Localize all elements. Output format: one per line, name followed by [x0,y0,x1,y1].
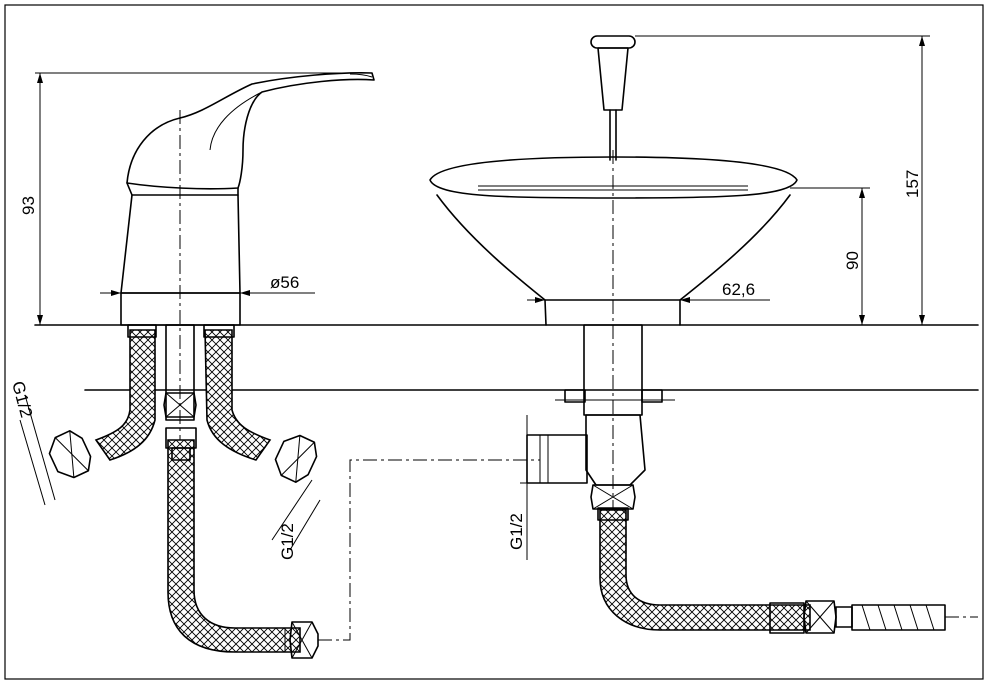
right-hose-thread-label: G1/2 [278,523,297,560]
waste-body [526,324,675,510]
dim-mixer-height-label: 93 [19,196,38,215]
mixer-body [120,72,375,470]
dim-cap-height-label: 90 [843,251,862,270]
thread-callout-left: G1/2 [8,379,56,506]
mounting-stud [163,324,197,421]
pop-up-hose [165,427,319,659]
drawing-frame [4,4,984,680]
dim-base-diameter-label: ø56 [270,273,299,292]
waste-hose [597,507,978,634]
deck [34,324,979,391]
supply-hose-right [203,324,318,483]
thread-callout-waste: G1/2 [507,415,540,560]
dim-base-diameter: ø56 [100,273,315,296]
drain-cap [429,150,798,520]
dim-cap-diameter-label: 62,6 [722,280,755,299]
dim-overflow-height: 157 [635,35,930,325]
dim-cap-diameter: 62,6 [527,280,770,303]
waste-thread-label: G1/2 [507,513,526,550]
dim-mixer-height: 93 [19,72,370,325]
thread-callout-right: G1/2 [271,479,321,560]
dim-cap-height: 90 [790,187,870,325]
pop-up-knob [590,35,636,161]
supply-hose-left [48,324,157,479]
dim-overflow-height-label: 157 [903,170,922,198]
left-hose-thread-label: G1/2 [8,379,36,420]
